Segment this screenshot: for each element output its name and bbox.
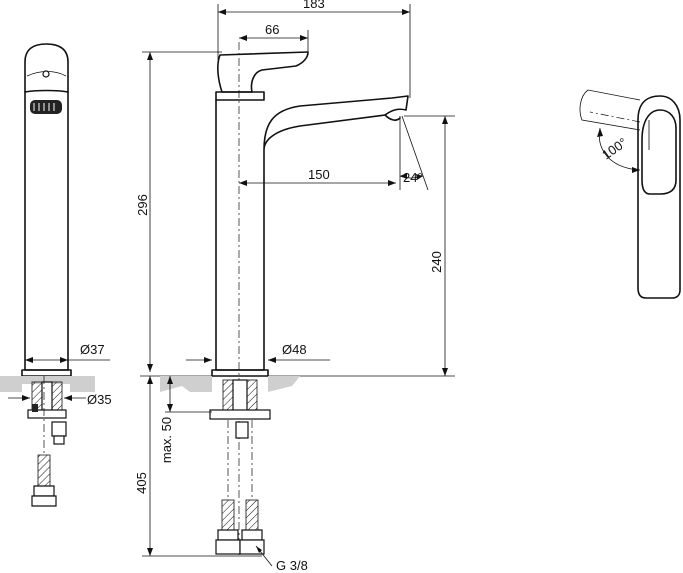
dim-spout-height: 240	[429, 251, 444, 273]
aerator-icon	[30, 100, 62, 114]
side-view: Ø37 Ø35	[0, 43, 112, 507]
dim-max-deck: max. 50	[159, 417, 174, 463]
dim-lever-length: 66	[265, 22, 279, 37]
dim-connection: G 3/8	[276, 558, 308, 573]
dim-hole-diameter: Ø35	[87, 392, 112, 407]
dim-below-deck: 405	[134, 472, 149, 494]
dim-body-diameter: Ø37	[80, 342, 105, 357]
dim-spout-angle: 24°	[403, 170, 423, 185]
dim-total-width: 183	[303, 0, 325, 11]
dim-spout-reach: 150	[308, 167, 330, 182]
dim-total-height: 296	[135, 194, 150, 216]
dim-lever-rotation: 100°	[599, 135, 630, 163]
front-view: 183 66 150 24° 296 240	[134, 0, 455, 573]
top-view: 100°	[579, 89, 681, 299]
dim-base-diameter: Ø48	[282, 342, 307, 357]
